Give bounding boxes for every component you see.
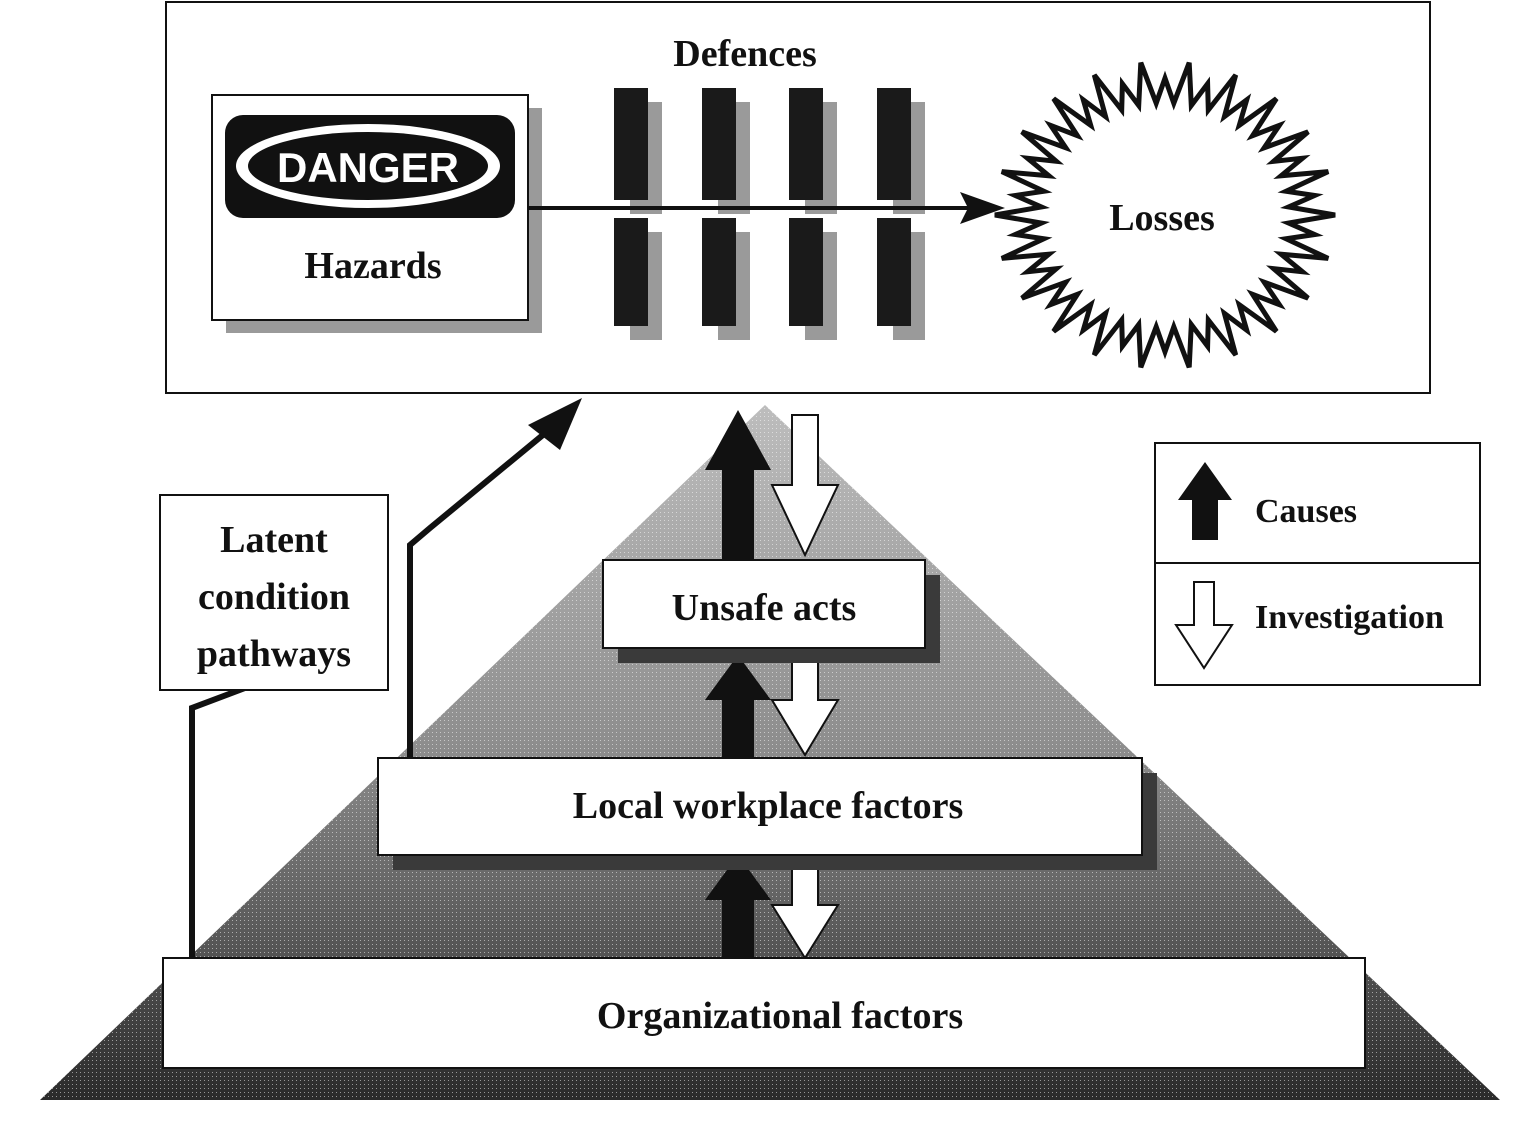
investigation-legend-icon [1174, 581, 1234, 670]
hazard-trajectory-arrow [528, 192, 1005, 224]
defence-layers [614, 88, 925, 340]
danger-sign-icon: DANGER [225, 115, 515, 218]
level-organizational-factors: Organizational factors [162, 957, 1366, 1069]
level-label: Local workplace factors [573, 785, 963, 827]
level-unsafe-acts: Unsafe acts [602, 559, 940, 663]
cause-arrow-icon [705, 410, 771, 560]
defence-slice [877, 218, 911, 326]
losses-starburst: Losses [994, 61, 1336, 369]
legend: Causes Investigation [1154, 442, 1481, 686]
hazards-box: DANGER Hazards [211, 94, 542, 333]
defences-label: Defences [673, 33, 816, 75]
defence-slice [789, 88, 823, 200]
danger-text: DANGER [277, 144, 459, 191]
latent-label-line: condition [198, 576, 350, 618]
hazards-label: Hazards [304, 245, 441, 287]
latent-pathway-lines [189, 398, 582, 968]
top-panel: Defences DANGER Hazards [165, 1, 1431, 394]
level-local-workplace-factors: Local workplace factors [377, 757, 1157, 870]
defence-slice [702, 88, 736, 200]
latent-label-line: Latent [220, 519, 328, 561]
investigation-arrow-icon [770, 414, 840, 558]
causes-legend-icon [1178, 462, 1232, 540]
losses-label: Losses [1109, 197, 1215, 239]
cause-arrow-icon [705, 655, 771, 760]
level-label: Organizational factors [597, 995, 963, 1037]
legend-label-causes: Causes [1255, 493, 1357, 530]
defence-slice [789, 218, 823, 326]
latent-label-line: pathways [197, 633, 351, 675]
defence-slice [877, 88, 911, 200]
defence-slice [702, 218, 736, 326]
pyramid [40, 405, 1500, 1100]
cause-arrow-icon [705, 855, 771, 960]
legend-label-investigation: Investigation [1255, 599, 1444, 636]
latent-condition-box: Latent condition pathways [159, 494, 389, 691]
defence-slice [614, 88, 648, 200]
defence-slice [614, 218, 648, 326]
level-label: Unsafe acts [672, 587, 857, 629]
cause-arrows [705, 410, 771, 960]
